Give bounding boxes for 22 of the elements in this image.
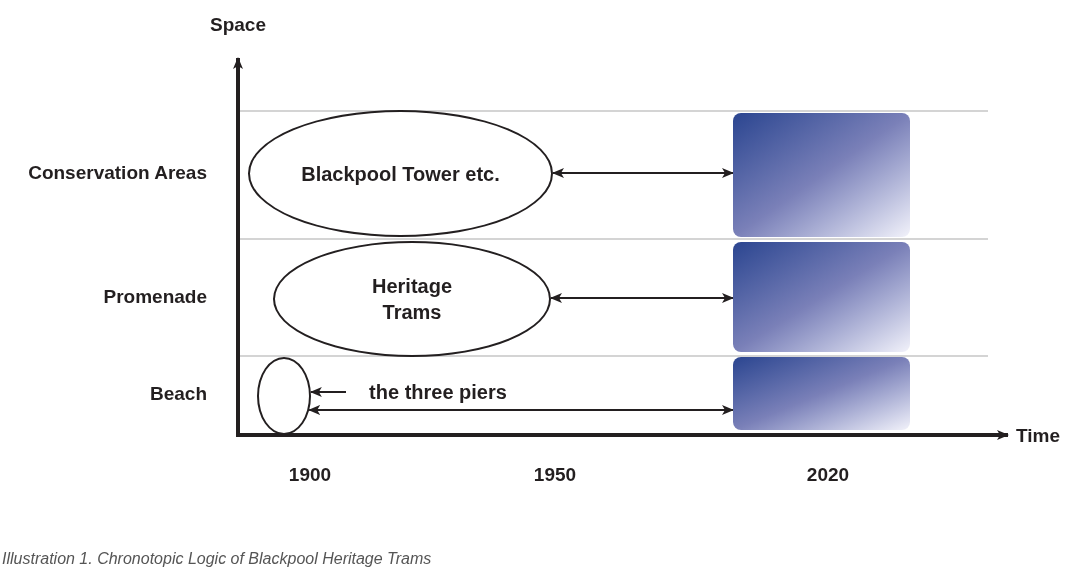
ellipse-node (257, 357, 311, 435)
arrow (552, 168, 734, 178)
node-text: the three piers (369, 380, 507, 405)
gradient-box (733, 357, 910, 430)
axis-label: 1950 (532, 463, 578, 487)
axis-label: Promenade (102, 285, 207, 309)
arrow (550, 293, 734, 303)
axis-label: Time (1016, 424, 1061, 448)
axis-label: Space (209, 13, 267, 37)
axis-label: Beach (148, 382, 207, 406)
axis-label: 1900 (287, 463, 333, 487)
gradient-box (733, 242, 910, 352)
caption: Illustration 1. Chronotopic Logic of Blackpool Heritage Trams (2, 549, 432, 569)
arrow (309, 387, 347, 397)
gradient-box (733, 113, 910, 237)
axis-label: Conservation Areas (27, 161, 207, 185)
node-text: Heritage Trams (371, 274, 453, 325)
node-text: Blackpool Tower etc. (301, 161, 500, 187)
ellipse-node (273, 241, 551, 357)
axis-label: 2020 (805, 463, 851, 487)
arrow (308, 405, 734, 415)
ellipse-node (248, 110, 553, 237)
